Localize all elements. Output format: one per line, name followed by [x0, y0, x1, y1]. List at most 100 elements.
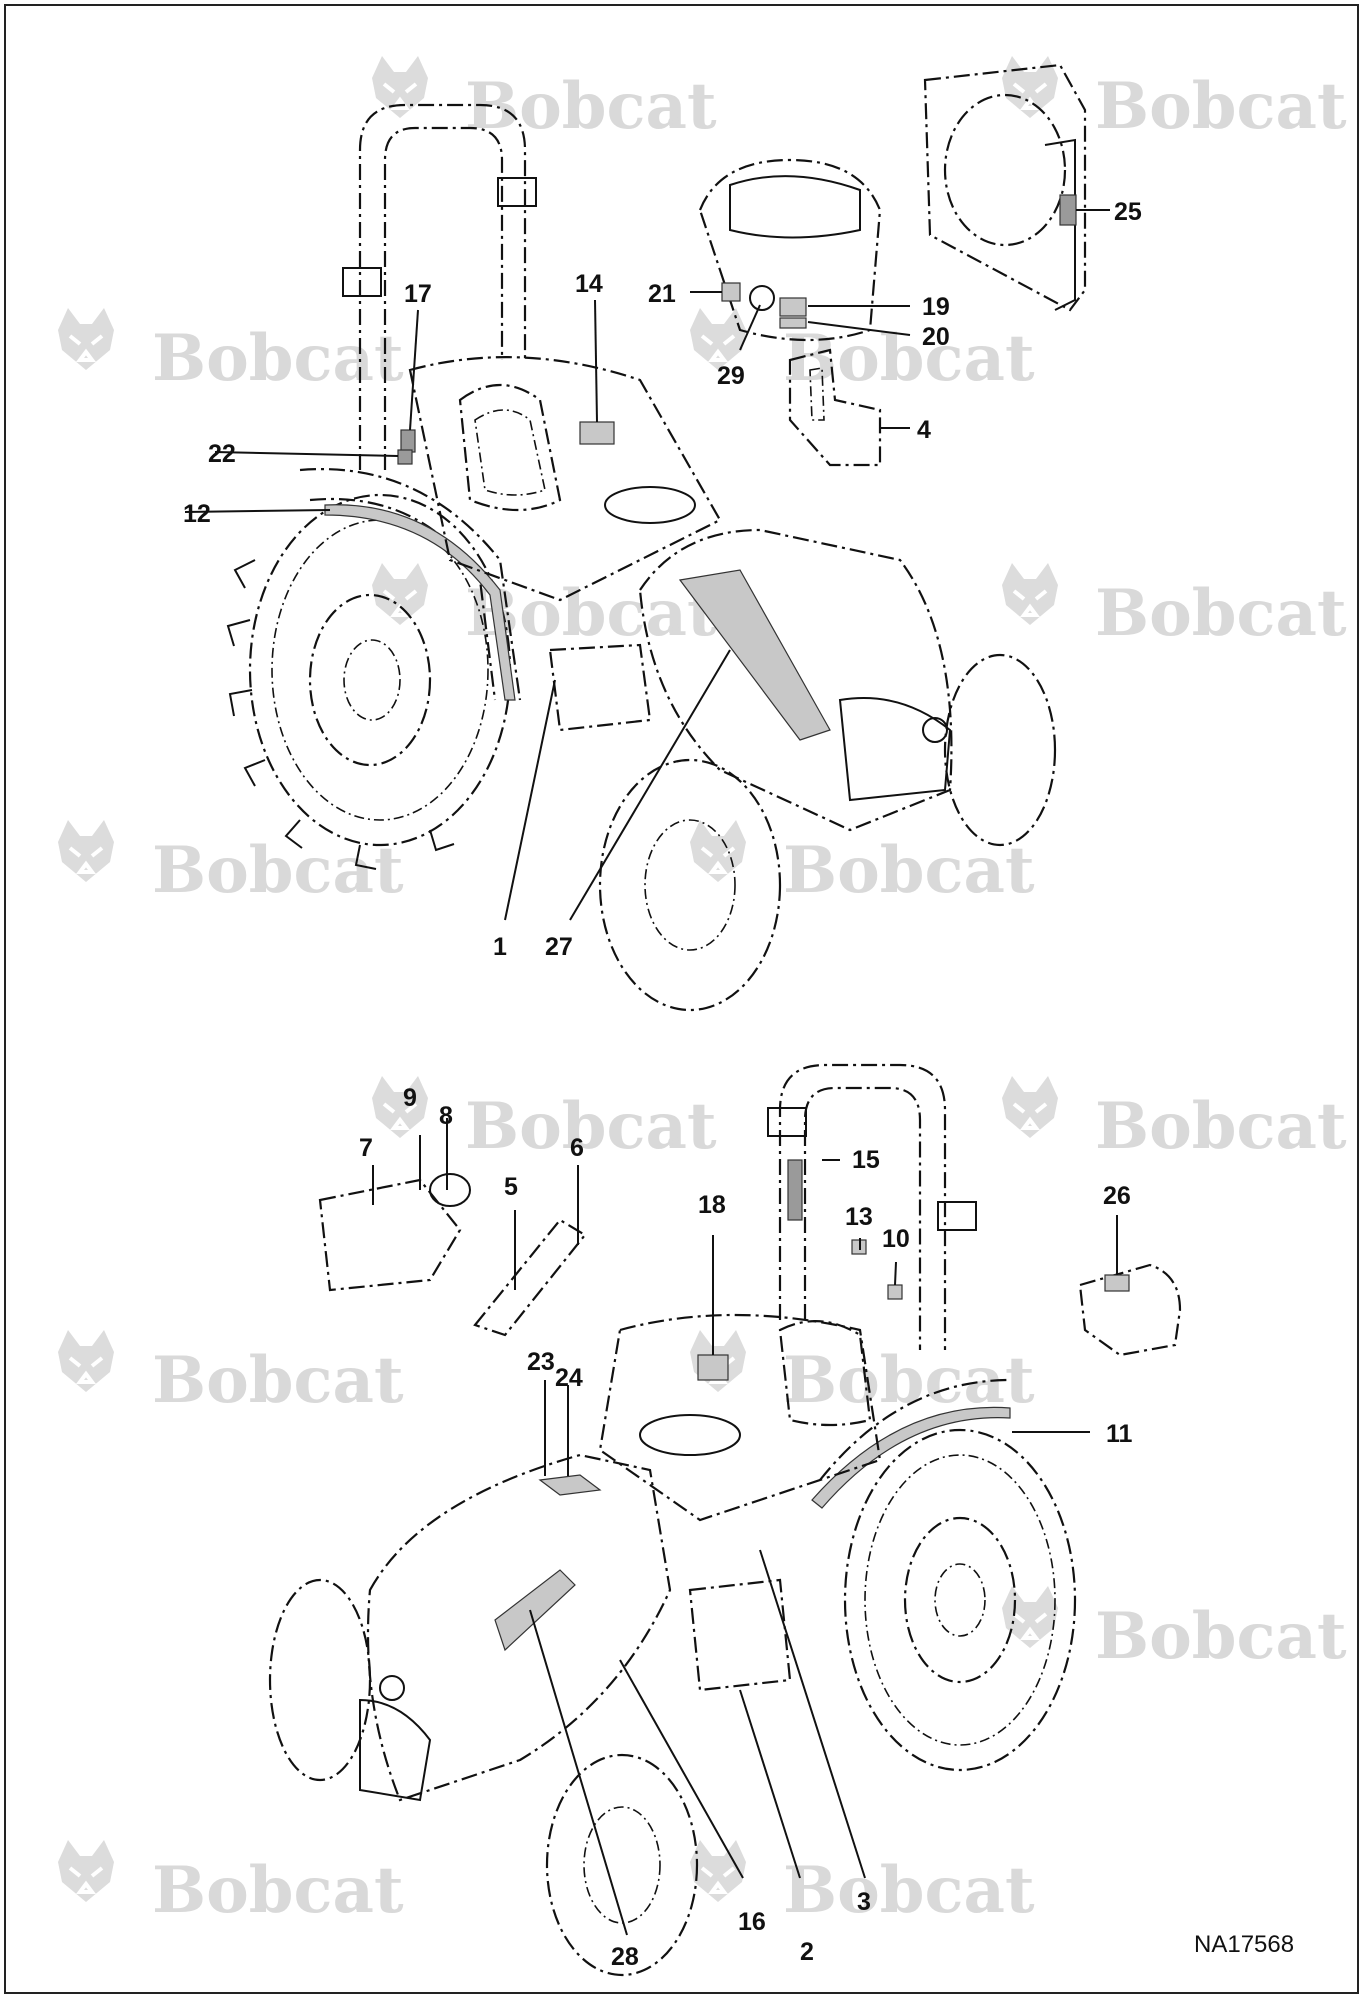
rear-wheel-left	[248, 493, 512, 847]
bobcat-head-logo-icon	[688, 1838, 748, 1904]
decal-14	[579, 421, 615, 445]
fender-stripe-decal-12	[324, 504, 516, 701]
radiator-shroud-detail	[923, 63, 1087, 312]
operator-platform	[598, 1313, 882, 1522]
headlight-grille	[838, 697, 952, 802]
page-border	[4, 4, 1359, 1994]
callout-9: 9	[403, 1084, 417, 1112]
bobcat-head-logo-icon	[688, 818, 748, 884]
watermark-7: Bobcat ®	[56, 818, 404, 908]
callout-24: 24	[555, 1364, 583, 1392]
bobcat-head-logo-icon	[56, 1838, 116, 1904]
watermark-15: Bobcat ®	[688, 1838, 1035, 1928]
step-plate	[688, 1578, 792, 1692]
rops-hinge-right	[497, 177, 537, 207]
bobcat-head-logo-icon	[370, 561, 430, 627]
watermark-brand-text: Bobcat	[783, 321, 1035, 396]
callout-13: 13	[845, 1203, 873, 1231]
bobcat-head-logo-icon	[688, 306, 748, 372]
rear-wheel-rim	[903, 1516, 1017, 1684]
callout-labels: 14 17 22 12 21 19 20 29 4 25 1 27 9 8 7 …	[183, 198, 1142, 1971]
callout-14: 14	[575, 270, 603, 298]
watermark-registered-mark: ®	[353, 1387, 369, 1406]
rear-fender-right	[819, 1378, 1011, 1481]
side-cover-panel	[788, 348, 882, 467]
bobcat-logo-hood-icon	[922, 717, 948, 743]
front-wheel-right	[943, 653, 1057, 847]
watermark-2: Bobcat ®	[1000, 54, 1347, 144]
bobcat-head-logo-icon	[370, 1074, 430, 1140]
watermark-brand-text: Bobcat	[152, 321, 404, 396]
watermark-brand-text: Bobcat	[465, 69, 717, 144]
watermark-layer: Bobcat ® Bobcat ® Bobcat ® Bobcat ® Bobc…	[56, 54, 1347, 1928]
callout-15: 15	[852, 1146, 880, 1174]
watermark-5: Bobcat ®	[1000, 561, 1347, 651]
rops-frame	[778, 1063, 947, 1350]
watermark-8: Bobcat ®	[688, 818, 1035, 908]
hood-stripe-decal-27	[678, 569, 831, 741]
callout-4: 4	[917, 416, 931, 444]
figure-id: NA17568	[1194, 1931, 1294, 1958]
watermark-registered-mark: ®	[353, 877, 369, 896]
decal-25	[1059, 194, 1077, 226]
tractor-top-view	[226, 103, 1057, 1012]
callout-27: 27	[545, 933, 573, 961]
small-cover	[1078, 1263, 1182, 1357]
callout-7: 7	[359, 1134, 373, 1162]
fender-stripe-decal-11	[811, 1406, 1011, 1509]
decal-15	[787, 1159, 803, 1221]
bobcat-logo-hood-icon	[379, 1675, 405, 1701]
callout-23: 23	[527, 1348, 555, 1376]
callout-16: 16	[738, 1908, 766, 1936]
watermark-brand-text: Bobcat	[1095, 576, 1347, 651]
watermark-11: Bobcat ®	[56, 1328, 404, 1418]
ignition-key-icon	[749, 285, 775, 311]
watermark-brand-text: Bobcat	[1095, 1089, 1347, 1164]
front-wheel-left	[598, 758, 782, 1012]
front-wheel-left	[268, 1578, 372, 1782]
watermark-registered-mark: ®	[666, 620, 682, 639]
watermark-9: Bobcat ®	[370, 1074, 717, 1164]
watermark-registered-mark: ®	[984, 1897, 1000, 1916]
watermark-registered-mark: ®	[1296, 620, 1312, 639]
watermark-registered-mark: ®	[353, 1897, 369, 1916]
operator-seat	[458, 383, 562, 512]
decal-26	[1104, 1274, 1130, 1292]
engine-hood	[638, 528, 953, 832]
callout-25: 25	[1114, 198, 1142, 226]
floor-mat-5-6	[473, 1218, 587, 1337]
watermark-brand-text: Bobcat	[465, 1089, 717, 1164]
decal-17	[400, 429, 416, 453]
watermark-4: Bobcat ®	[688, 306, 1035, 396]
decal-19	[779, 297, 807, 317]
callout-10: 10	[882, 1225, 910, 1253]
watermark-14: Bobcat ®	[56, 1838, 404, 1928]
watermark-brand-text: Bobcat	[152, 1853, 404, 1928]
step-plate	[548, 643, 652, 732]
cover-26-detail	[1078, 1263, 1182, 1357]
watermark-registered-mark: ®	[984, 1387, 1000, 1406]
operator-platform	[408, 356, 722, 602]
watermark-registered-mark: ®	[984, 365, 1000, 384]
shroud-outline	[923, 63, 1087, 312]
watermark-registered-mark: ®	[666, 113, 682, 132]
watermark-registered-mark: ®	[666, 1133, 682, 1152]
callout-29: 29	[717, 362, 745, 390]
callout-8: 8	[439, 1102, 453, 1130]
hood-top-decal-23-24	[538, 1474, 602, 1496]
watermark-brand-text: Bobcat	[783, 833, 1035, 908]
callout-17: 17	[404, 280, 432, 308]
watermark-brand-text: Bobcat	[1095, 69, 1347, 144]
watermark-6: Bobcat ®	[370, 561, 717, 651]
front-wheel-right	[545, 1753, 699, 1977]
callout-28: 28	[611, 1943, 639, 1971]
callout-5: 5	[504, 1173, 518, 1201]
callout-19: 19	[922, 293, 950, 321]
bobcat-head-logo-icon	[56, 818, 116, 884]
watermark-registered-mark: ®	[1296, 1133, 1312, 1152]
dash-panel-outline	[698, 158, 882, 342]
pedal-cap	[429, 1173, 471, 1207]
callout-2: 2	[800, 1938, 814, 1966]
callout-21: 21	[648, 280, 676, 308]
